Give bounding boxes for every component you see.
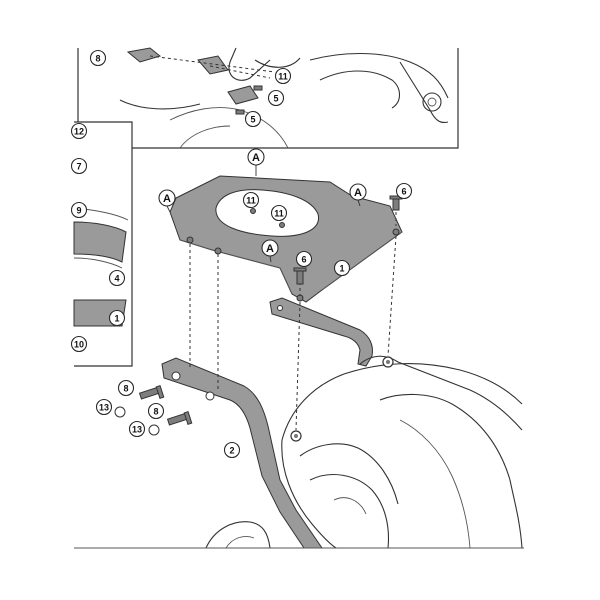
callout-1-inset: 1: [108, 309, 126, 327]
left-arm-bracket: [161, 357, 323, 549]
svg-text:A: A: [163, 193, 171, 205]
svg-text:A: A: [252, 152, 260, 164]
svg-text:5: 5: [273, 94, 278, 104]
svg-text:4: 4: [114, 274, 119, 284]
letter-a-top: A: [247, 148, 265, 176]
svg-text:8: 8: [153, 407, 158, 417]
callout-7-inset: 7: [70, 157, 88, 175]
letter-a-right: A: [349, 183, 367, 207]
letter-a-center: A: [261, 239, 279, 263]
callout-6-right: 6: [395, 182, 413, 200]
callout-5-top-a: 5: [267, 89, 285, 107]
right-arm-bracket: [269, 297, 373, 367]
callout-12-inset: 12: [70, 122, 88, 140]
left-inset-panel: [73, 121, 133, 367]
svg-text:A: A: [266, 243, 274, 255]
svg-text:6: 6: [401, 187, 406, 197]
callout-13-nut-a: 13: [95, 398, 113, 416]
callout-11-plate-b: 11: [270, 204, 288, 222]
callout-8-bolt-a: 8: [117, 379, 135, 397]
callout-8-bolt-b: 8: [147, 402, 165, 420]
svg-text:13: 13: [99, 403, 109, 413]
svg-text:9: 9: [76, 206, 81, 216]
callout-10-inset: 10: [70, 335, 88, 353]
svg-text:13: 13: [132, 425, 142, 435]
callout-4-inset: 4: [108, 269, 126, 287]
callout-2-arm: 2: [223, 441, 241, 459]
svg-text:A: A: [354, 187, 362, 199]
svg-text:12: 12: [74, 127, 84, 137]
motorcycle-rear-body: [74, 355, 524, 549]
letter-a-left: A: [158, 189, 176, 213]
svg-text:6: 6: [301, 255, 306, 265]
callout-13-nut-b: 13: [128, 420, 146, 438]
callout-6-center: 6: [295, 250, 313, 268]
callout-1-plate: 1: [333, 259, 351, 277]
svg-text:1: 1: [339, 264, 344, 274]
svg-text:8: 8: [123, 384, 128, 394]
callout-5-top-b: 5: [244, 110, 262, 128]
svg-text:11: 11: [278, 72, 288, 82]
svg-text:2: 2: [229, 446, 234, 456]
svg-text:8: 8: [95, 54, 100, 64]
svg-text:1: 1: [114, 314, 119, 324]
svg-text:7: 7: [76, 162, 81, 172]
svg-text:11: 11: [246, 196, 256, 206]
callout-11-top: 11: [274, 67, 292, 85]
top-plate: [169, 175, 403, 303]
hardware: [114, 195, 403, 436]
svg-text:10: 10: [74, 340, 84, 350]
callout-11-plate-a: 11: [242, 191, 260, 209]
callout-8-top: 8: [89, 49, 107, 67]
svg-text:5: 5: [250, 115, 255, 125]
callout-9-inset: 9: [70, 201, 88, 219]
svg-text:11: 11: [274, 209, 284, 219]
